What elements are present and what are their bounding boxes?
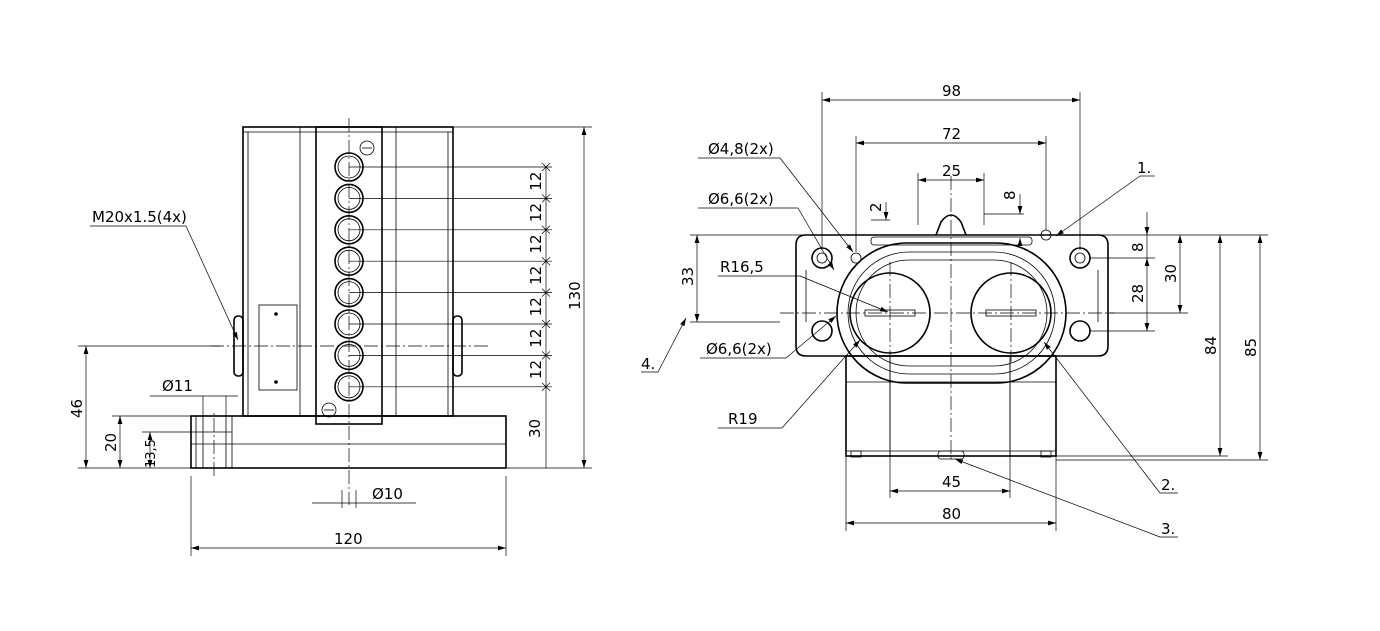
dim-diameter-10: Ø10	[372, 485, 403, 503]
dim-8-right: 8	[1129, 242, 1147, 252]
screw-top	[359, 140, 375, 156]
pitch-label: 12	[527, 203, 545, 222]
dim-98: 98	[942, 82, 961, 100]
dim-20: 20	[102, 433, 120, 452]
dim-2: 2	[867, 202, 885, 212]
dim-30-front: 30	[1162, 264, 1180, 283]
pitch-label: 12	[527, 360, 545, 379]
dim-85: 85	[1242, 338, 1260, 357]
pitch-arrow	[541, 225, 551, 235]
mount-hole-br	[1069, 320, 1091, 342]
pitch-arrow	[541, 351, 551, 360]
dim-diameter-11: Ø11	[162, 377, 193, 395]
screw-bottom	[321, 402, 337, 418]
pitch-arrow	[541, 194, 551, 203]
head-flange	[795, 234, 1109, 357]
pitch-dimensions: 12 12 12 12 12 12 12	[349, 162, 552, 392]
hole-callout-66-upper: Ø6,6(2x)	[708, 190, 774, 208]
mount-hole-tr	[1069, 247, 1091, 269]
radius-callout-19: R19	[728, 410, 758, 428]
pitch-arrow	[541, 319, 551, 329]
dim-25: 25	[942, 162, 961, 180]
pitch-label: 12	[527, 329, 545, 348]
dim-8-top: 8	[1001, 190, 1019, 200]
label-window	[258, 304, 298, 391]
hole-callout-48: Ø4,8(2x)	[708, 140, 774, 158]
pitch-arrow	[541, 382, 551, 392]
dim-120: 120	[334, 530, 363, 548]
callout-1: 1.	[1137, 159, 1151, 177]
dim-130: 130	[566, 281, 584, 310]
thread-callout: M20x1.5(4x)	[92, 208, 187, 226]
radius-callout-165: R16,5	[720, 258, 764, 276]
side-view: 120 130 12 12 12 12 12 12 12 30 46 20 13,5 Ø11	[68, 118, 592, 556]
mount-hole-bl	[811, 320, 833, 342]
dim-80: 80	[942, 505, 961, 523]
pitch-label: 12	[527, 234, 545, 253]
pitch-label: 12	[527, 266, 545, 285]
callout-2: 2.	[1161, 476, 1175, 494]
callout-4: 4.	[641, 355, 655, 373]
hole-callout-66-lower: Ø6,6(2x)	[706, 340, 772, 358]
dim-46: 46	[68, 399, 86, 418]
dim-72: 72	[942, 125, 961, 143]
front-view: 98 72 25 8 2 33 8 2	[641, 82, 1268, 538]
callout-3: 3.	[1161, 520, 1175, 538]
dim-28: 28	[1129, 284, 1147, 303]
dim-30-side: 30	[526, 419, 544, 438]
small-hole-left	[850, 252, 862, 264]
pitch-arrow	[541, 256, 551, 266]
pitch-label: 12	[527, 297, 545, 316]
pitch-arrow	[541, 288, 551, 297]
dim-33: 33	[679, 267, 697, 286]
dim-45: 45	[942, 473, 961, 491]
dim-13-5: 13,5	[144, 439, 159, 468]
pitch-label: 12	[527, 172, 545, 191]
dim-84: 84	[1202, 336, 1220, 355]
mount-hole-tl	[811, 247, 833, 269]
pitch-arrow	[541, 162, 551, 172]
